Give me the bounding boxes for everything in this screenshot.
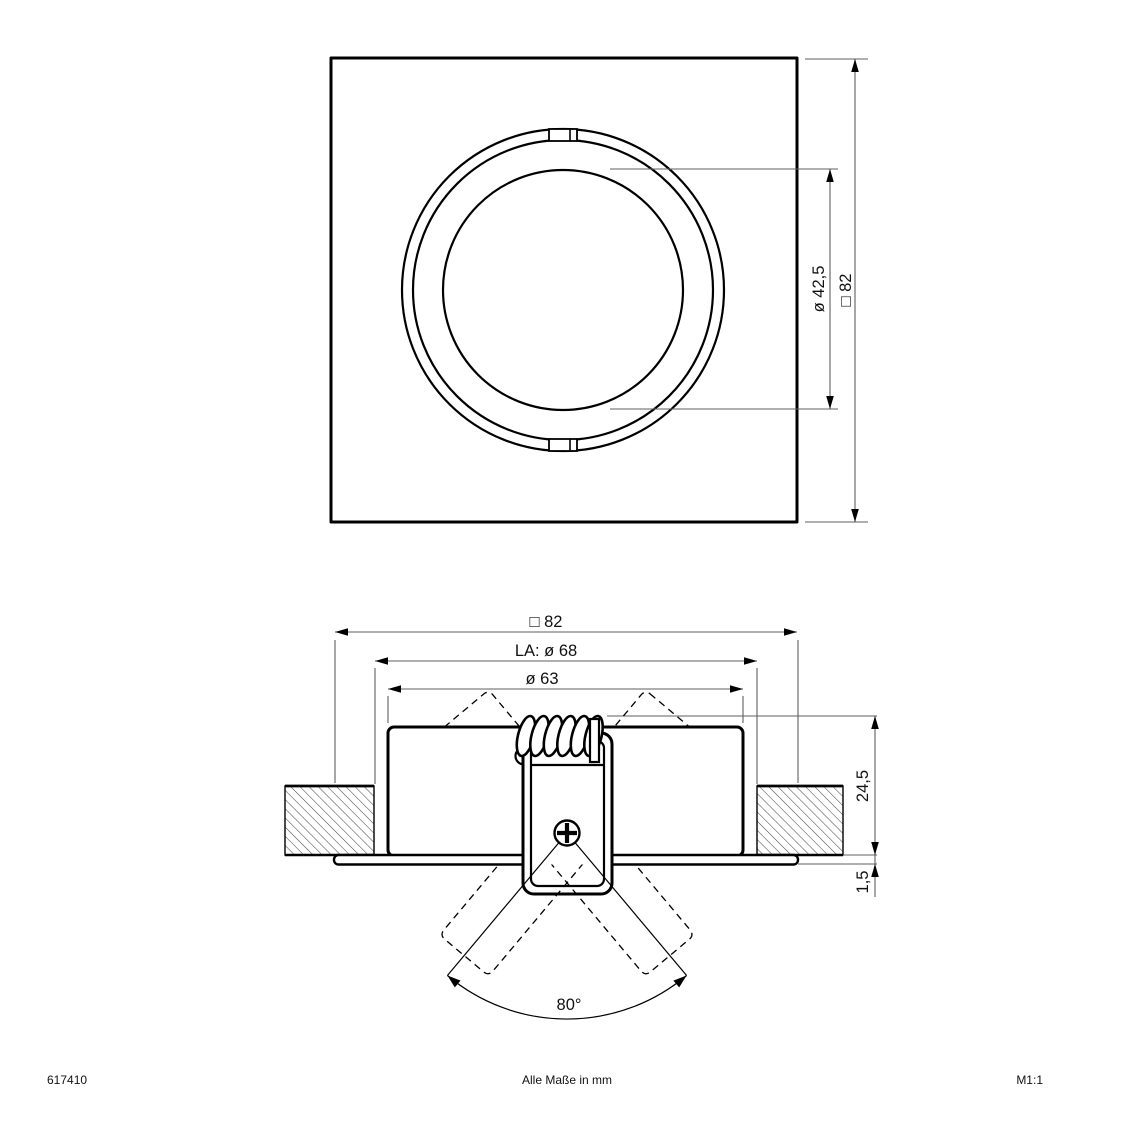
scale-note: M1:1 [1016, 1073, 1043, 1087]
dim-square-top-view: □ 82 [805, 58, 868, 523]
dim-body: ø 63 [387, 670, 744, 723]
lamp-aperture-circle [441, 168, 685, 412]
mounting-bracket [514, 731, 614, 896]
dim-aperture: ø 42,5 [610, 168, 838, 410]
fixing-screw [553, 819, 581, 847]
retaining-spring [515, 714, 605, 764]
top-view: ø 42,5 □ 82 [329, 56, 868, 524]
dim-label-tilt-angle: 80° [557, 996, 582, 1014]
ceiling-cut-right [756, 784, 844, 857]
dim-label-body: ø 63 [525, 670, 558, 688]
dim-label-flange: 1,5 [854, 871, 872, 894]
dim-depth-flange: 24,5 1,5 [607, 715, 879, 897]
dim-label-cutout: LA: ø 68 [515, 642, 577, 660]
dim-cutout: LA: ø 68 [374, 642, 758, 784]
dim-label-depth: 24,5 [854, 770, 872, 802]
spring-anchor-rod [588, 717, 601, 764]
ceiling-cut-left [284, 784, 375, 857]
article-number: 617410 [47, 1073, 87, 1087]
dim-square-section: □ 82 [334, 613, 799, 783]
footer: 617410 Alle Maße in mm M1:1 [47, 1073, 1043, 1087]
dim-label-square-section: □ 82 [530, 613, 563, 631]
dim-label-aperture: ø 42,5 [810, 266, 828, 313]
section-view: □ 82 LA: ø 68 ø 63 [284, 613, 879, 1020]
ring-tab-top [548, 128, 578, 142]
dim-label-square-top: □ 82 [837, 274, 855, 307]
units-note: Alle Maße in mm [522, 1073, 612, 1087]
ring-tab-bottom [548, 438, 578, 452]
cover-frame-square [329, 56, 799, 524]
swivel-angle: 80° [446, 832, 688, 1020]
